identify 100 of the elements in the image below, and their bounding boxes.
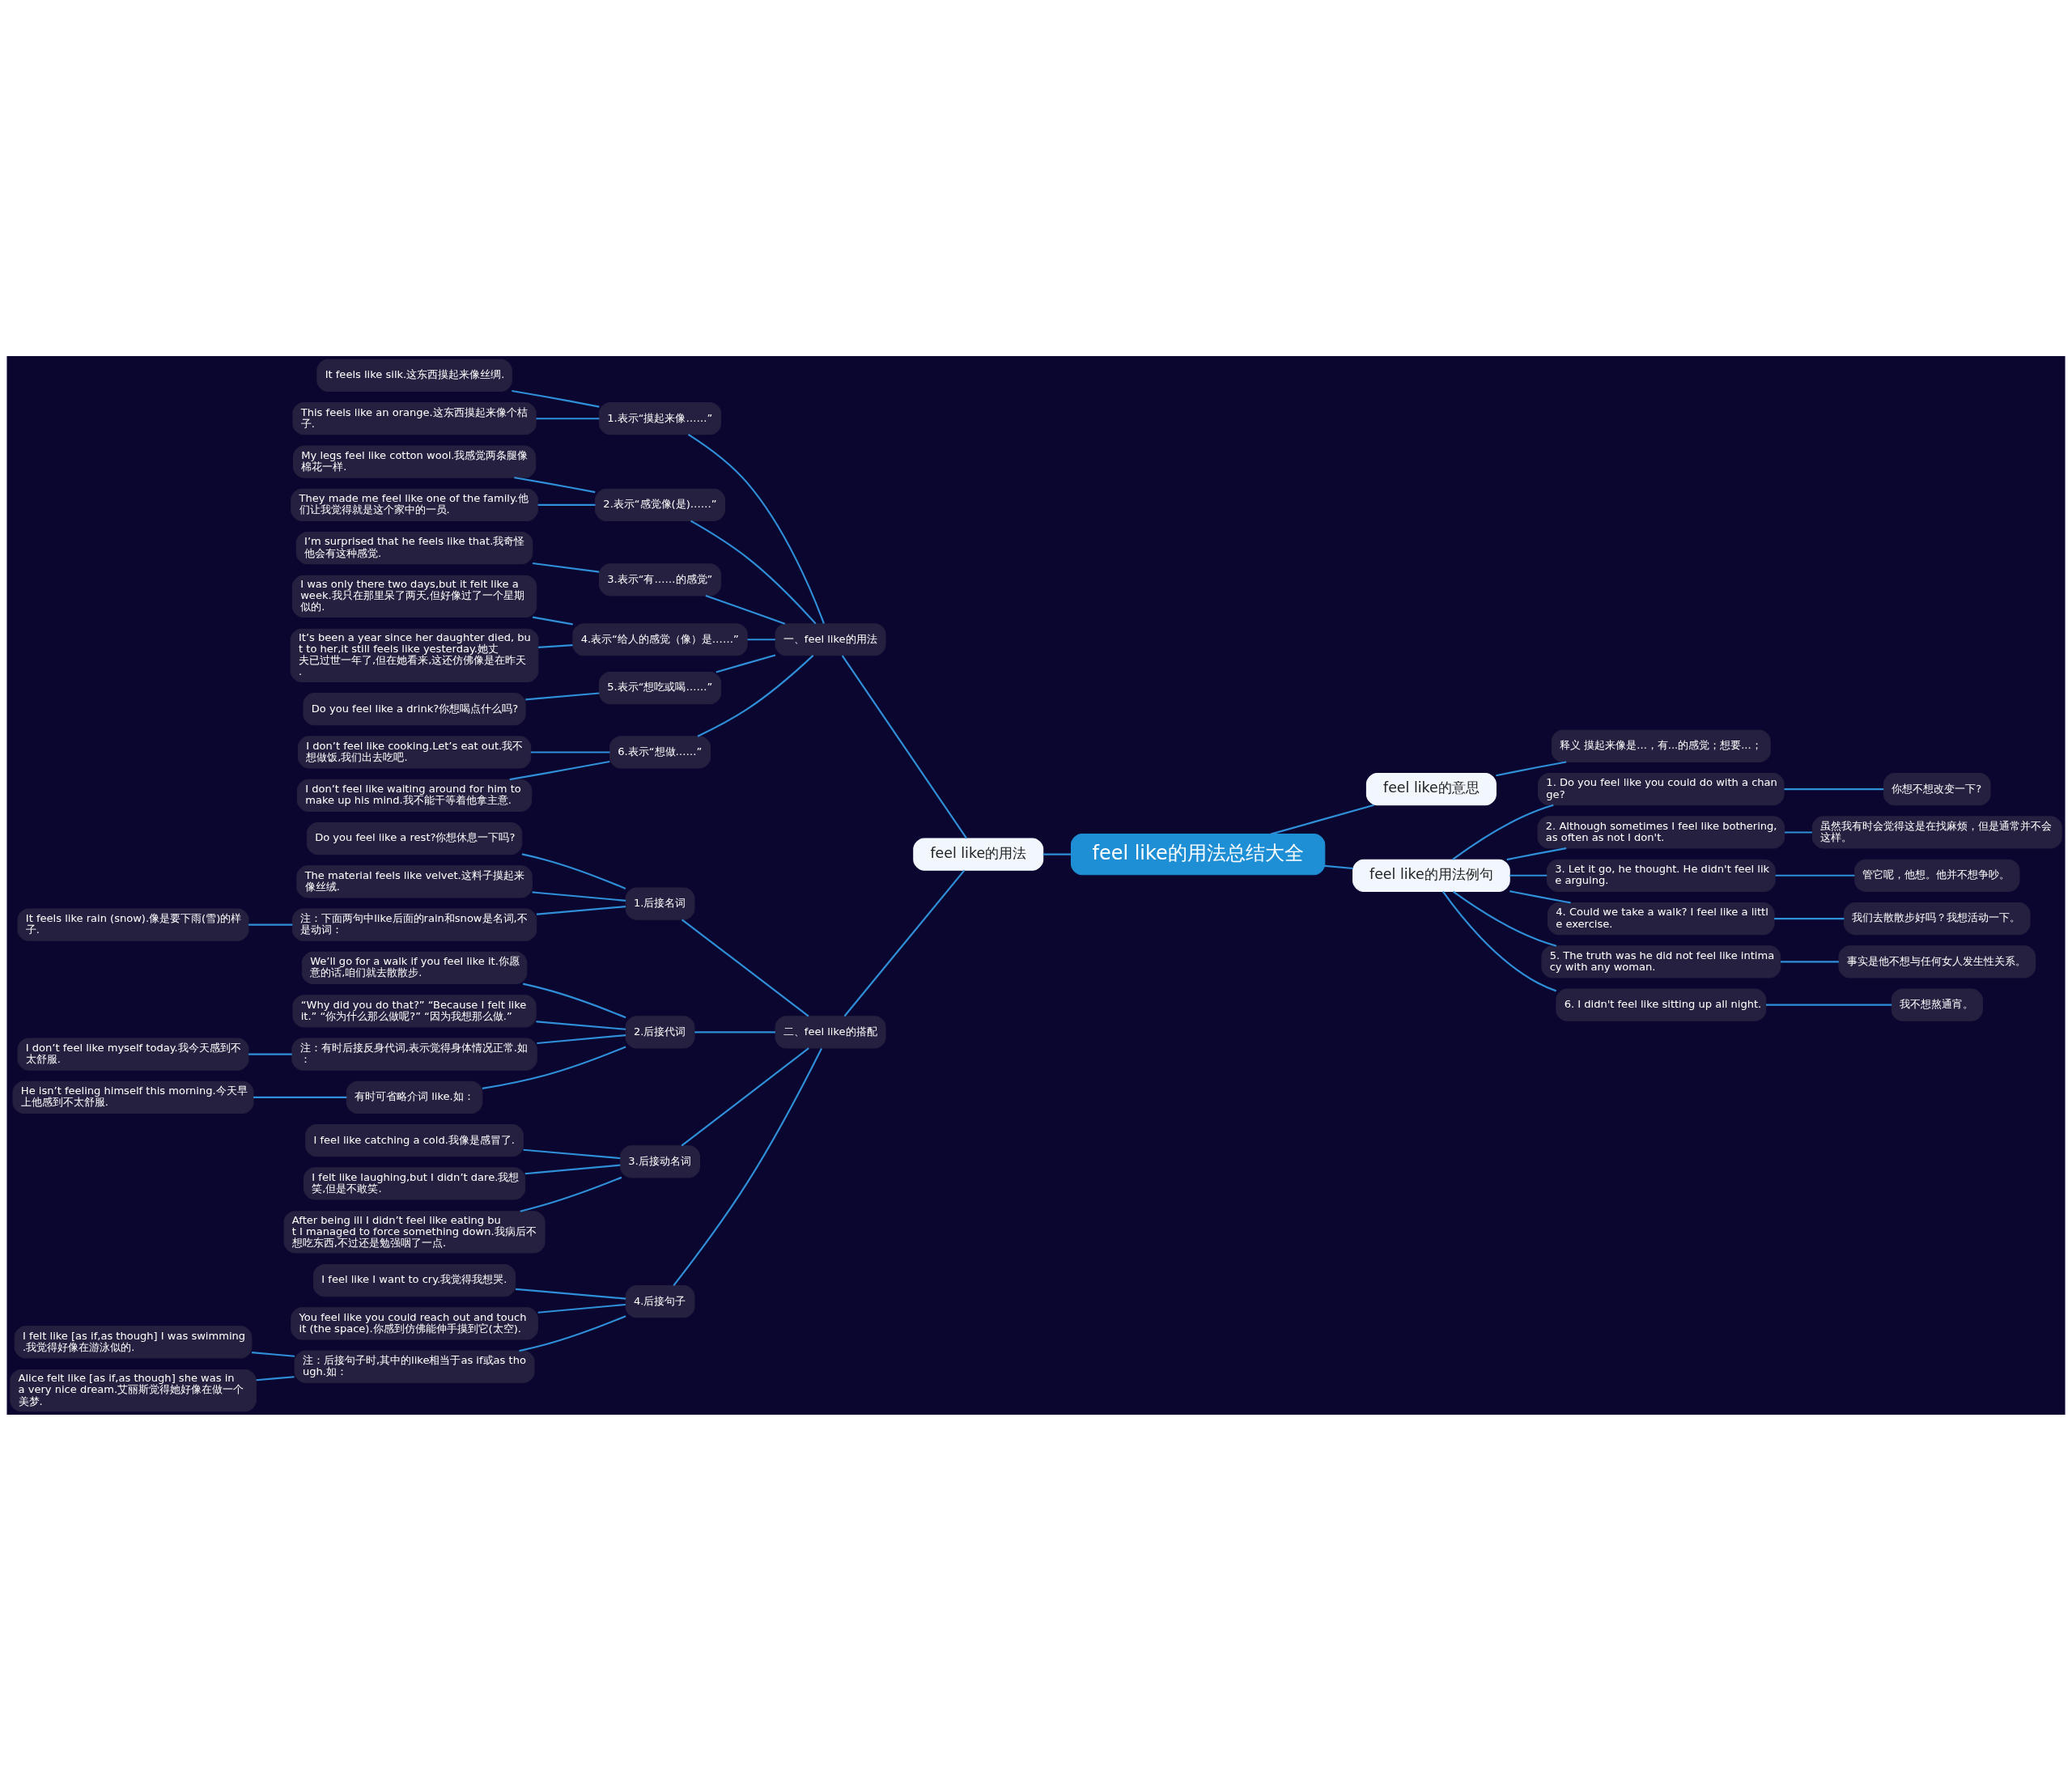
connector [694, 1030, 775, 1033]
node-box: I was only there two days,but it felt like a week.我只在那里呆了两天,但好像过了一个星期似的. [291, 575, 537, 618]
node-box: 2.表示“感觉像(是)……” [595, 488, 726, 521]
node-box: 我们去散散步好吗？我想活动一下。 [1844, 902, 2031, 935]
node-box: 1.后接名词 [625, 886, 695, 920]
connector [248, 923, 293, 926]
node-box: 虽然我有时会觉得这是在找麻烦，但是通常并不会这样。 [1811, 815, 2062, 849]
node-box: 2. Although sometimes I feel like bothering, as often as not I don't. [1537, 815, 1785, 849]
connector [512, 389, 600, 408]
node-box: feel like的意思 [1365, 772, 1497, 805]
node-box: It’s been a year since her daughter died, but to her,it still feels like yesterday.她丈夫已过世一年了,但在她看来,这还仿佛像是在昨天. [290, 628, 539, 682]
node-box: 你想不想改变一下? [1883, 772, 1991, 805]
node-box: I feel like I want to cry.我觉得我想哭. [312, 1263, 516, 1297]
connector [523, 1148, 621, 1159]
connector [522, 983, 626, 1018]
connector [520, 1176, 622, 1212]
node-box: 事实是他不想与任何女人发生性关系。 [1838, 944, 2036, 978]
connector [536, 905, 626, 915]
connector [253, 1096, 347, 1098]
connector [715, 653, 776, 673]
node-box: 3.表示“有……的感觉” [598, 562, 722, 596]
connector [536, 417, 600, 419]
node-box: Do you feel like a drink?你想喝点什么吗? [303, 692, 526, 725]
connector [681, 919, 809, 1017]
connector [681, 1046, 809, 1147]
node-box: It feels like silk.这东西摸起来像丝绸. [316, 359, 512, 392]
connector [537, 1303, 626, 1314]
node-box: Alice felt like [as if,as though] she was in a very nice dream.艾丽斯觉得她好像在做一个美梦. [10, 1369, 257, 1411]
node-box: 我不想熬通宵。 [1891, 988, 1983, 1021]
connector [248, 1053, 292, 1055]
node-box: feel like的用法例句 [1352, 859, 1510, 892]
connector [532, 562, 600, 573]
node-box: 4.表示“给人的感觉（像）是……” [572, 622, 748, 656]
node-box: They made me feel like one of the family.他们让我觉得就是这个家中的一员. [291, 488, 538, 521]
connector [252, 1351, 295, 1357]
node-box: I felt like laughing,but I didn’t dare.我想笑,但是不敢笑. [304, 1166, 526, 1200]
connector [1784, 830, 1812, 834]
connector [1496, 760, 1567, 776]
node-box: I don’t feel like cooking.Let’s eat out.我不想做饭,我们出去吃吧. [297, 735, 532, 769]
connector [1509, 889, 1571, 903]
node-box: 注：后接句子时,其中的like相当于as if或as though.如： [294, 1350, 535, 1383]
connector [843, 869, 966, 1017]
node-box: 1.表示“摸起来像……” [598, 401, 722, 435]
connector [532, 890, 626, 902]
connector [687, 433, 825, 624]
connector [1324, 864, 1353, 869]
node-box: This feels like an orange.这东西摸起来像个桔子. [292, 401, 537, 435]
connector [538, 643, 573, 648]
connector [482, 1045, 626, 1089]
connector [530, 750, 610, 753]
node-box: After being ill I didn’t feel like eating but I managed to force something down.我病后不想吃东西,不过还是勉强咽了一点. [283, 1210, 546, 1253]
node-box: I feel like catching a cold.我像是感冒了. [305, 1123, 524, 1157]
connector [1775, 874, 1855, 877]
connector [1774, 917, 1845, 919]
connector [1441, 890, 1557, 991]
node-box: 二、feel like的搭配 [775, 1015, 886, 1048]
node-box: My legs feel like cotton wool.我感觉两条腿像棉花一样. [292, 444, 537, 478]
connector [1506, 847, 1567, 860]
connector [841, 655, 968, 838]
connector [1452, 804, 1554, 860]
node-box: 5. The truth was he did not feel like intimacy with any woman. [1541, 944, 1781, 978]
connector [1509, 874, 1548, 877]
connector [1452, 890, 1557, 947]
connector [690, 520, 817, 624]
node-box: I’m surprised that he feels like that.我奇怪他会有这种感觉. [295, 531, 533, 564]
connector [1765, 1004, 1892, 1006]
connector [536, 1020, 626, 1030]
connector [519, 1314, 626, 1352]
node-box: 6.表示“想做……” [609, 735, 711, 769]
connector [1781, 960, 1839, 962]
connector [537, 503, 596, 506]
connector [532, 616, 573, 625]
connector [697, 654, 814, 737]
node-box: 注：下面两句中like后面的rain和snow是名词,不是动词： [291, 908, 537, 941]
connector [514, 476, 596, 493]
connector [525, 691, 600, 700]
connector [521, 852, 626, 889]
node-box: feel like的用法 [913, 838, 1044, 871]
node-box: 4.后接句子 [625, 1284, 695, 1318]
node-box: I don’t feel like waiting around for him to make up his mind.我不能干等着他拿主意. [296, 779, 533, 812]
node-box: 注：有时后接反身代词,表示觉得身体情况正常.如： [291, 1037, 537, 1071]
node-box: 3. Let it go, he thought. He didn't feel like arguing. [1546, 859, 1776, 892]
node-box: I felt like [as if,as though] I was swimming.我觉得好像在游泳似的. [14, 1325, 253, 1358]
node-box: I don’t feel like myself today.我今天感到不太舒服. [17, 1037, 249, 1071]
node-box: Do you feel like a rest?你想休息一下吗? [306, 821, 523, 855]
node-box: 4. Could we take a walk? I feel like a little exercise. [1547, 902, 1775, 935]
node-box: We’ll go for a walk if you feel like it.你愿意的话,咱们就去散散步. [301, 951, 528, 984]
node-box: 有时可省略介词 like.如： [346, 1080, 483, 1114]
node-box: The material feels like velvet.这料子摸起来像丝绒. [296, 864, 533, 898]
connector [1270, 804, 1374, 835]
node-box: 2.后接代词 [625, 1015, 695, 1048]
connector [524, 1164, 621, 1174]
node-box: He isn’t feeling himself this morning.今天早上他感到不太舒服. [12, 1080, 254, 1114]
node-box: 1. Do you feel like you could do with a change? [1538, 772, 1785, 805]
connector [705, 594, 786, 625]
node-box: 释义 摸起来像是...，有...的感觉；想要...； [1551, 729, 1771, 762]
connector [1042, 853, 1072, 855]
node-box: 一、feel like的用法 [775, 622, 886, 656]
connector [673, 1047, 822, 1286]
node-box: 5.表示“想吃或喝……” [598, 671, 722, 704]
